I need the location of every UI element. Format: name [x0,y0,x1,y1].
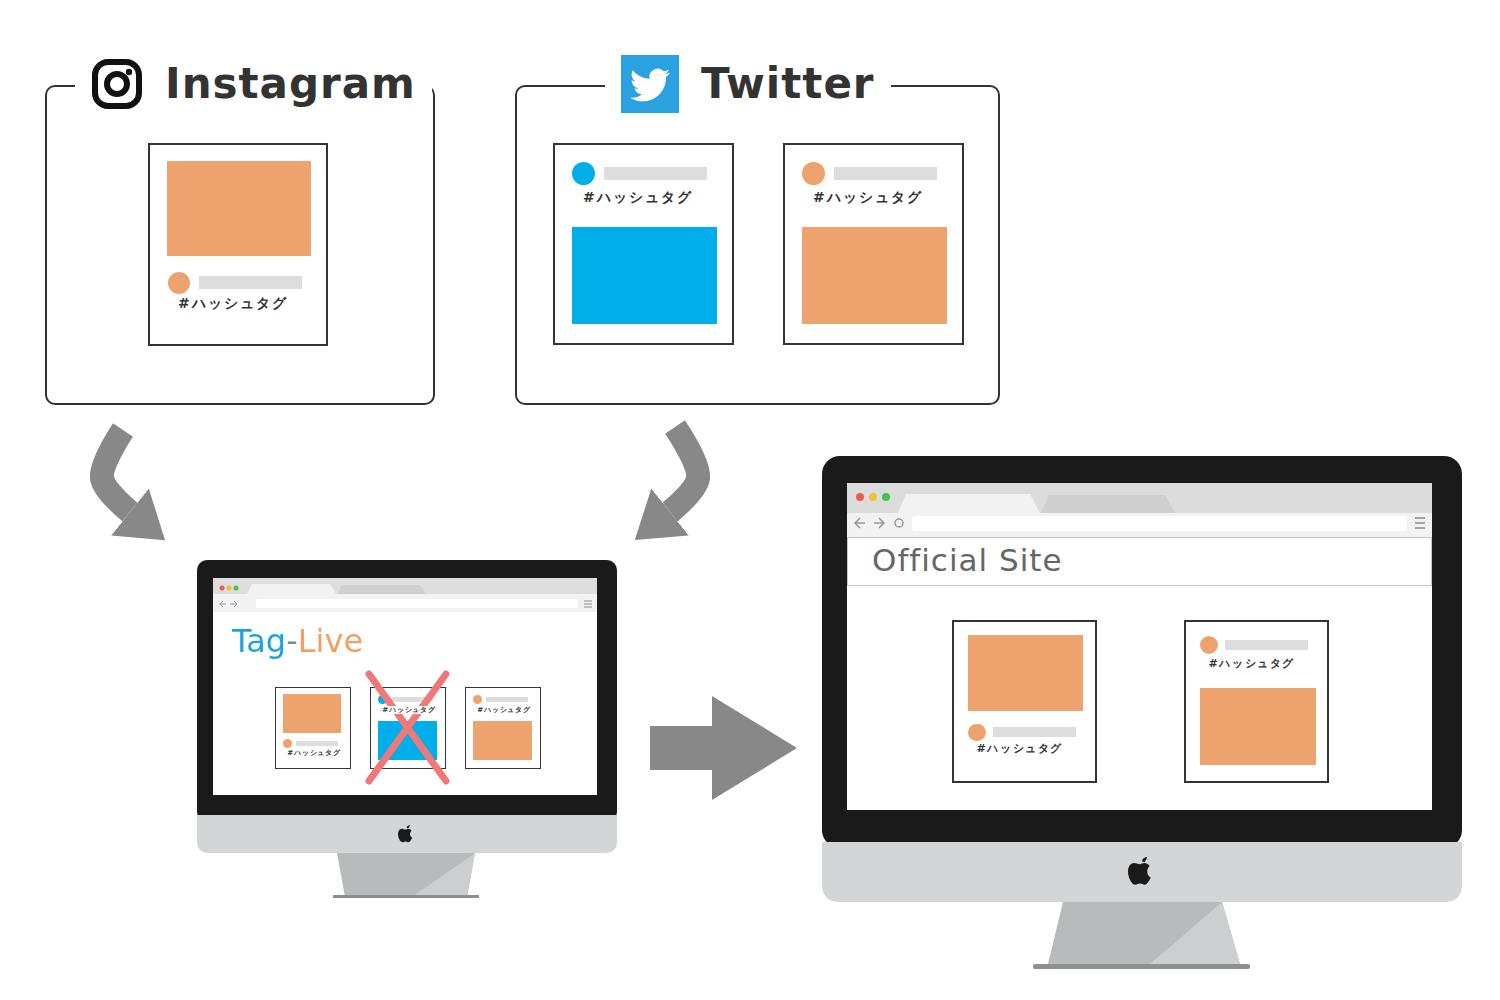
monitor-bezel [197,560,617,822]
avatar [968,724,986,742]
browser-tab [337,585,426,594]
address-bar [912,516,1407,531]
window-dot [856,493,864,501]
monitor-stand [1048,902,1240,964]
screen [213,578,597,795]
stand-base [333,895,479,898]
hashtag: #ハッシュタグ [477,706,531,714]
stand-base [1033,964,1250,969]
name-bar [199,276,302,289]
menu-icon [584,601,592,607]
monitor-bezel [822,456,1462,848]
nav-arrows [219,601,237,607]
platform-name: Twitter [701,61,875,107]
hashtag: #ハッシュタグ [583,189,693,206]
reload-icon [895,519,903,527]
name-bar [993,727,1075,737]
large-monitor [822,456,1462,969]
post-card: #ハッシュタグ [783,143,964,345]
screen-page: #ハッシュタグ #ハッシュタグ #ハッシュタグ Tag-Live [197,560,617,818]
post-image [283,694,341,732]
window-dot [882,493,890,501]
reject-cross [363,672,453,782]
group-heading: Instagram [75,55,432,113]
post-card: #ハッシュタグ [370,687,446,769]
platform-group: #ハッシュタグ#ハッシュタグTwitter [515,85,1000,405]
stand-shade [412,853,475,897]
toolbar [213,594,597,612]
name-bar [834,167,937,180]
nav-arrows [855,518,884,528]
post-image [473,721,532,760]
post-card: #ハッシュタグ [275,687,351,769]
site-header-band [848,538,1432,586]
avatar [802,162,825,185]
post-card: #ハッシュタグ [465,687,541,769]
hashtag: #ハッシュタグ [1208,657,1295,670]
window-dot [234,586,239,591]
window-dot [227,586,232,591]
instagram-icon [91,58,143,110]
stand-shade [1150,902,1240,964]
hashtag: #ハッシュタグ [813,189,923,206]
post-card: #ハッシュタグ [148,143,328,346]
avatar [473,695,482,704]
hashtag: #ハッシュタグ [976,742,1063,755]
name-bar [1225,640,1307,650]
screen [847,483,1432,810]
browser-tab [1041,495,1175,513]
post-image [802,227,947,324]
group-heading: Twitter [605,55,891,113]
platform-name: Instagram [165,61,416,107]
flow-arrow [670,427,698,512]
post-card: #ハッシュタグ [1184,620,1329,783]
browser-tab [247,584,336,594]
browser-chrome [847,483,1432,513]
post-image [572,227,717,324]
hashtag: #ハッシュタグ [287,749,341,757]
post-card: #ハッシュタグ [952,620,1097,783]
small-monitor [197,560,617,898]
avatar [572,162,595,185]
service-logo: Tag-Live [232,622,363,660]
hashtag: #ハッシュタグ [178,295,288,312]
flow-arrow [650,726,712,770]
name-bar [296,741,338,746]
menu-icon [1415,518,1425,528]
site-title: Official Site [872,542,1062,579]
avatar [283,739,292,748]
monitor-stand [337,853,475,897]
name-bar [486,697,528,702]
avatar [1200,636,1218,654]
apple-logo [398,825,412,842]
post-image [167,161,311,256]
browser-tab [898,494,1040,513]
apple-logo [1128,857,1151,885]
name-bar [604,167,707,180]
monitor-chin [822,842,1462,902]
screen-page: #ハッシュタグ #ハッシュタグ Official Site [822,456,1462,848]
post-card: #ハッシュタグ [553,143,734,345]
monitor-chin [197,815,617,853]
toolbar [847,513,1432,537]
hashtag: #ハッシュタグ [382,706,436,714]
flow-arrow [102,430,130,512]
post-image [1200,688,1316,766]
twitter-icon [621,55,679,113]
window-dot [220,586,225,591]
platform-group: #ハッシュタグInstagram [45,85,435,405]
browser-chrome [213,578,597,612]
post-image [968,635,1083,711]
window-dot [869,493,877,501]
avatar [168,272,190,294]
address-bar [256,599,578,608]
